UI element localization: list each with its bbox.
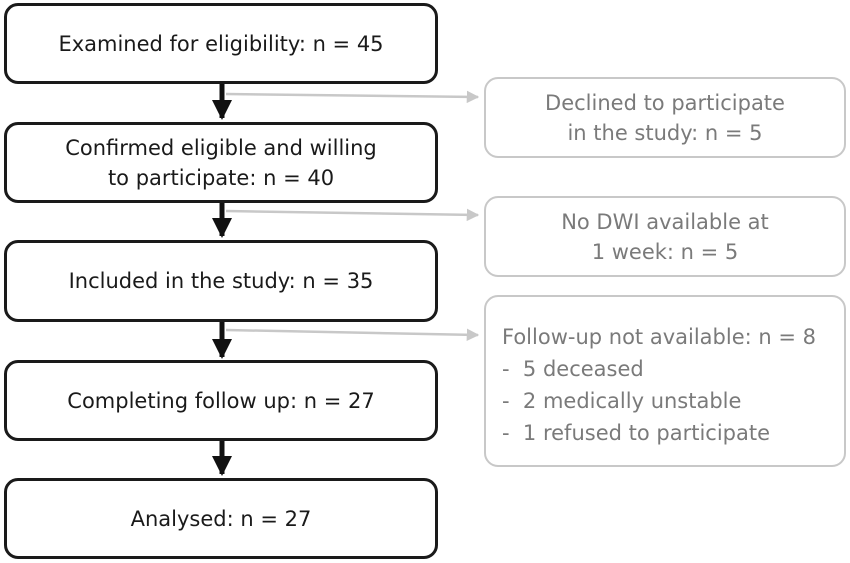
box-declined: Declined to participate in the study: n … xyxy=(484,77,846,158)
follow-up-item-deceased: - 5 deceased xyxy=(502,357,644,381)
box-declined-line2: in the study: n = 5 xyxy=(567,120,763,145)
box-examined-text: Examined for eligibility: n = 45 xyxy=(58,31,384,56)
side-arrow-1 xyxy=(225,90,480,104)
box-completing-text: Completing follow up: n = 27 xyxy=(67,388,375,413)
box-no-dwi-line2: 1 week: n = 5 xyxy=(591,239,739,264)
box-included-text: Included in the study: n = 35 xyxy=(68,269,374,293)
box-confirmed-line2: to participate: n = 40 xyxy=(107,165,335,190)
side-arrow-3 xyxy=(225,328,480,342)
follow-up-title: Follow-up not available: n = 8 xyxy=(502,325,816,349)
box-analysed-text: Analysed: n = 27 xyxy=(130,506,312,531)
box-confirmed-line1: Confirmed eligible and willing xyxy=(65,135,377,160)
box-no-dwi: No DWI available at 1 week: n = 5 xyxy=(484,196,846,277)
box-completing: Completing follow up: n = 27 xyxy=(4,360,438,441)
follow-up-item-refused: - 1 refused to participate xyxy=(502,421,771,445)
follow-up-item-unstable: - 2 medically unstable xyxy=(502,389,742,413)
box-included: Included in the study: n = 35 xyxy=(4,240,438,322)
box-confirmed: Confirmed eligible and willing to partic… xyxy=(4,122,438,203)
side-arrow-2 xyxy=(225,208,480,222)
box-follow-up-not-available: Follow-up not available: n = 8 - 5 decea… xyxy=(484,295,846,467)
box-no-dwi-line1: No DWI available at xyxy=(561,209,769,234)
box-examined: Examined for eligibility: n = 45 xyxy=(4,3,438,84)
box-declined-line1: Declined to participate xyxy=(545,90,785,115)
box-analysed: Analysed: n = 27 xyxy=(4,478,438,559)
